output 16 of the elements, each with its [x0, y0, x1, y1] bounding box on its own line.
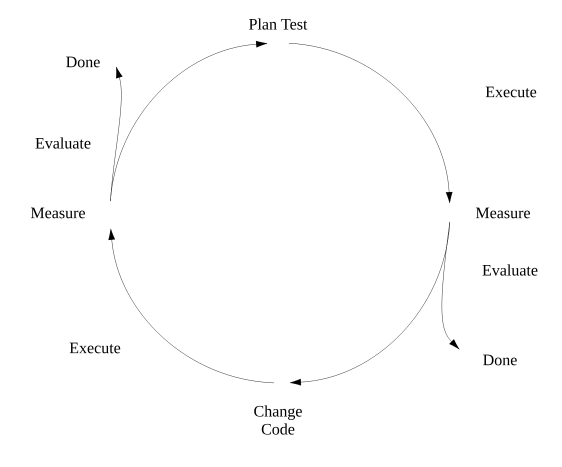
step-label: Plan Test	[249, 18, 308, 30]
step-label: Measure	[30, 208, 85, 218]
step-label: Change Code	[254, 405, 302, 435]
arrow	[108, 228, 274, 384]
step-label: Done	[66, 56, 100, 68]
arrow	[288, 43, 453, 204]
step-label: Measure	[476, 208, 530, 218]
arrow	[110, 66, 123, 202]
edge-label: Evaluate	[35, 137, 90, 149]
edge-label: Evaluate	[482, 264, 538, 276]
arrow	[290, 222, 450, 386]
edge-label: Execute	[486, 86, 536, 98]
arrow	[442, 222, 460, 350]
arrow	[110, 40, 268, 202]
edge-label: Execute	[70, 342, 120, 354]
step-label: Done	[483, 354, 517, 366]
